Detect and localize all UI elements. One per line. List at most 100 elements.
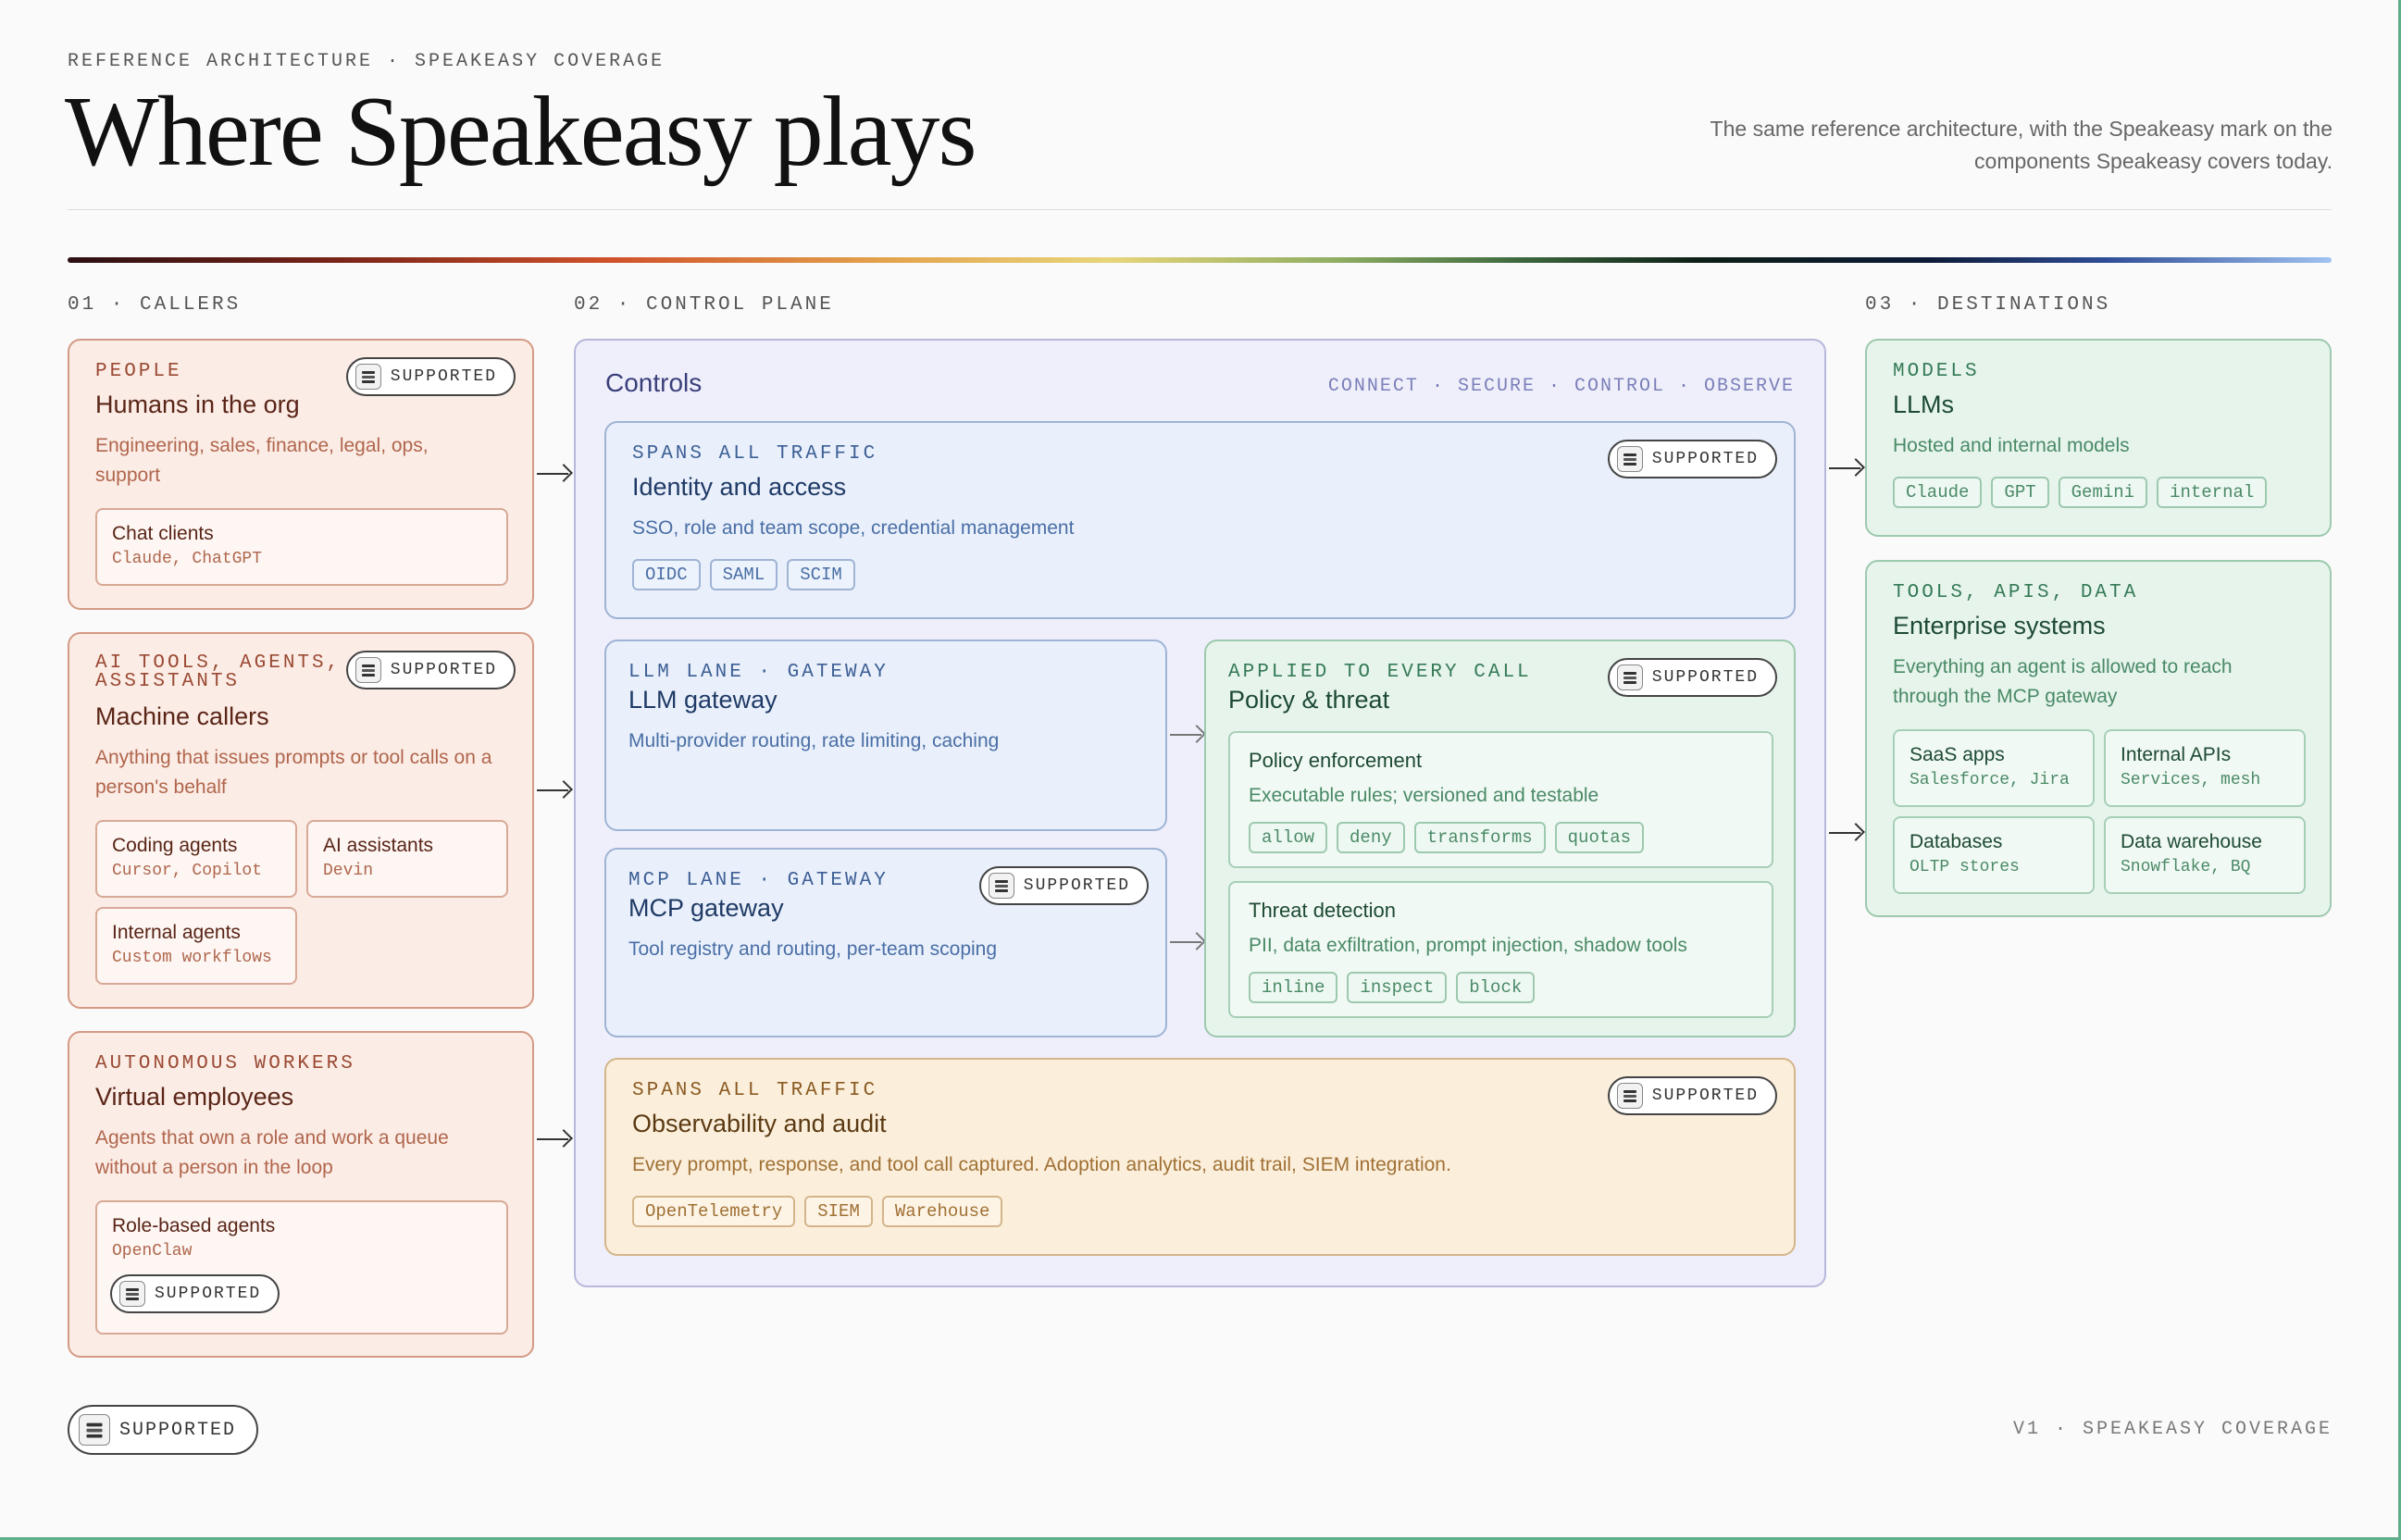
arrow-right-icon: [537, 1138, 568, 1140]
card-title: Virtual employees: [95, 1083, 294, 1111]
card-kicker: TOOLS, APIS, DATA: [1893, 582, 2139, 603]
header-divider: [68, 209, 2332, 210]
policy-enforcement-panel[interactable]: Policy enforcement Executable rules; ver…: [1228, 731, 1773, 868]
list-item-internal-agents[interactable]: Internal agents Custom workflows: [95, 907, 297, 985]
chip: SAML: [709, 559, 778, 590]
spectrum-bar: [68, 257, 2332, 263]
policy-threat-card[interactable]: APPLIED TO EVERY CALL Policy & threat SU…: [1204, 640, 1796, 1037]
chip: allow: [1249, 822, 1328, 853]
caller-card-machines[interactable]: AI TOOLS, AGENTS, ASSISTANTS Machine cal…: [68, 632, 534, 1009]
card-kicker: PEOPLE: [95, 361, 182, 382]
speakeasy-icon: [79, 1414, 110, 1446]
chip: internal: [2157, 477, 2268, 508]
supported-badge: SUPPORTED: [110, 1274, 280, 1313]
supported-badge: SUPPORTED: [1607, 658, 1777, 697]
arrow-right-icon: [1170, 734, 1201, 736]
card-title: LLM gateway: [628, 686, 778, 714]
chip: quotas: [1554, 822, 1645, 853]
card-description: Engineering, sales, finance, legal, ops,…: [95, 435, 429, 486]
chip: transforms: [1413, 822, 1546, 853]
chip: OpenTelemetry: [632, 1196, 796, 1227]
card-description: Multi-provider routing, rate limiting, c…: [628, 730, 1000, 751]
card-kicker: APPLIED TO EVERY CALL: [1228, 662, 1532, 683]
speakeasy-icon: [988, 873, 1014, 899]
list-item-data-warehouse[interactable]: Data warehouse Snowflake, BQ: [2104, 816, 2306, 894]
card-kicker: SPANS ALL TRAFFIC: [632, 443, 878, 465]
chip-list: OIDC SAML SCIM: [632, 559, 865, 590]
observability-audit-card[interactable]: SPANS ALL TRAFFIC Observability and audi…: [604, 1058, 1796, 1256]
card-title: MCP gateway: [628, 894, 784, 922]
card-kicker: AI TOOLS, AGENTS, ASSISTANTS: [95, 652, 342, 692]
speakeasy-icon: [1616, 446, 1643, 472]
card-description: Tool registry and routing, per-team scop…: [628, 938, 998, 960]
page-title: Where Speakeasy plays: [65, 77, 977, 187]
footer-version: V1 · SPEAKEASY COVERAGE: [2012, 1419, 2333, 1440]
column-label-control-plane: 02 · CONTROL PLANE: [574, 294, 834, 316]
control-plane-title: Controls: [605, 368, 703, 397]
speakeasy-icon: [119, 1281, 145, 1307]
chip: inspect: [1347, 972, 1448, 1003]
list-item-coding-agents[interactable]: Coding agents Cursor, Copilot: [95, 820, 297, 898]
supported-badge: SUPPORTED: [345, 651, 516, 689]
card-description: Every prompt, response, and tool call ca…: [632, 1154, 1451, 1175]
page-subtitle: The same reference architecture, with th…: [1710, 117, 2333, 173]
speakeasy-icon: [355, 364, 381, 390]
chip: Gemini: [2058, 477, 2148, 508]
card-title: Machine callers: [95, 702, 269, 730]
threat-detection-panel[interactable]: Threat detection PII, data exfiltration,…: [1228, 881, 1773, 1018]
chip: GPT: [1991, 477, 2049, 508]
destination-card-systems[interactable]: TOOLS, APIS, DATA Enterprise systems Eve…: [1865, 560, 2332, 917]
card-description: SSO, role and team scope, credential man…: [632, 517, 1075, 539]
list-item-role-based-agents[interactable]: Role-based agents OpenClaw SUPPORTED: [95, 1200, 508, 1335]
arrow-right-icon: [537, 789, 568, 791]
llm-gateway-card[interactable]: LLM LANE · GATEWAY LLM gateway Multi-pro…: [604, 640, 1167, 831]
card-description: Anything that issues prompts or tool cal…: [95, 747, 492, 798]
card-title: Humans in the org: [95, 391, 300, 418]
card-kicker: LLM LANE · GATEWAY: [628, 662, 889, 683]
arrow-right-icon: [1829, 467, 1860, 469]
card-title: Policy & threat: [1228, 686, 1390, 714]
supported-badge: SUPPORTED: [1607, 1076, 1777, 1115]
identity-access-card[interactable]: SPANS ALL TRAFFIC Identity and access SS…: [604, 421, 1796, 619]
column-label-callers: 01 · CALLERS: [68, 294, 242, 316]
list-item-saas-apps[interactable]: SaaS apps Salesforce, Jira: [1893, 729, 2095, 807]
chip: SIEM: [804, 1196, 873, 1227]
speakeasy-icon: [1616, 664, 1643, 690]
list-item-chat-clients[interactable]: Chat clients Claude, ChatGPT: [95, 508, 508, 586]
control-plane-tagline: CONNECT · SECURE · CONTROL · OBSERVE: [1327, 376, 1795, 397]
card-title: Identity and access: [632, 473, 847, 501]
arrow-right-icon: [1829, 832, 1860, 834]
card-kicker: MCP LANE · GATEWAY: [628, 870, 889, 891]
list-item-ai-assistants[interactable]: AI assistants Devin: [306, 820, 508, 898]
card-title: Observability and audit: [632, 1110, 887, 1137]
arrow-right-icon: [537, 473, 568, 475]
chip: OIDC: [632, 559, 701, 590]
supported-badge: SUPPORTED: [345, 357, 516, 396]
speakeasy-icon: [1616, 1083, 1643, 1109]
column-label-destinations: 03 · DESTINATIONS: [1865, 294, 2111, 316]
card-description: Hosted and internal models: [1893, 435, 2130, 456]
card-description: Agents that own a role and work a queue …: [95, 1127, 449, 1178]
chip: SCIM: [787, 559, 855, 590]
mcp-gateway-card[interactable]: MCP LANE · GATEWAY MCP gateway Tool regi…: [604, 848, 1167, 1037]
card-kicker: MODELS: [1893, 361, 1980, 382]
card-description: Everything an agent is allowed to reach …: [1893, 656, 2233, 707]
caller-card-workers[interactable]: AUTONOMOUS WORKERS Virtual employees Age…: [68, 1031, 534, 1358]
list-item-internal-apis[interactable]: Internal APIs Services, mesh: [2104, 729, 2306, 807]
page-eyebrow: REFERENCE ARCHITECTURE · SPEAKEASY COVER…: [68, 51, 666, 72]
chip: block: [1456, 972, 1536, 1003]
chip-list: allow deny transforms quotas: [1249, 822, 1753, 853]
destination-card-models[interactable]: MODELS LLMs Hosted and internal models C…: [1865, 339, 2332, 537]
arrow-right-icon: [1170, 941, 1201, 943]
chip: deny: [1337, 822, 1405, 853]
list-item-databases[interactable]: Databases OLTP stores: [1893, 816, 2095, 894]
supported-badge: SUPPORTED: [1607, 440, 1777, 478]
card-title: Enterprise systems: [1893, 612, 2106, 640]
speakeasy-icon: [355, 657, 381, 683]
chip: Warehouse: [881, 1196, 1003, 1227]
supported-badge: SUPPORTED: [978, 866, 1149, 905]
caller-card-people[interactable]: PEOPLE Humans in the org Engineering, sa…: [68, 339, 534, 610]
